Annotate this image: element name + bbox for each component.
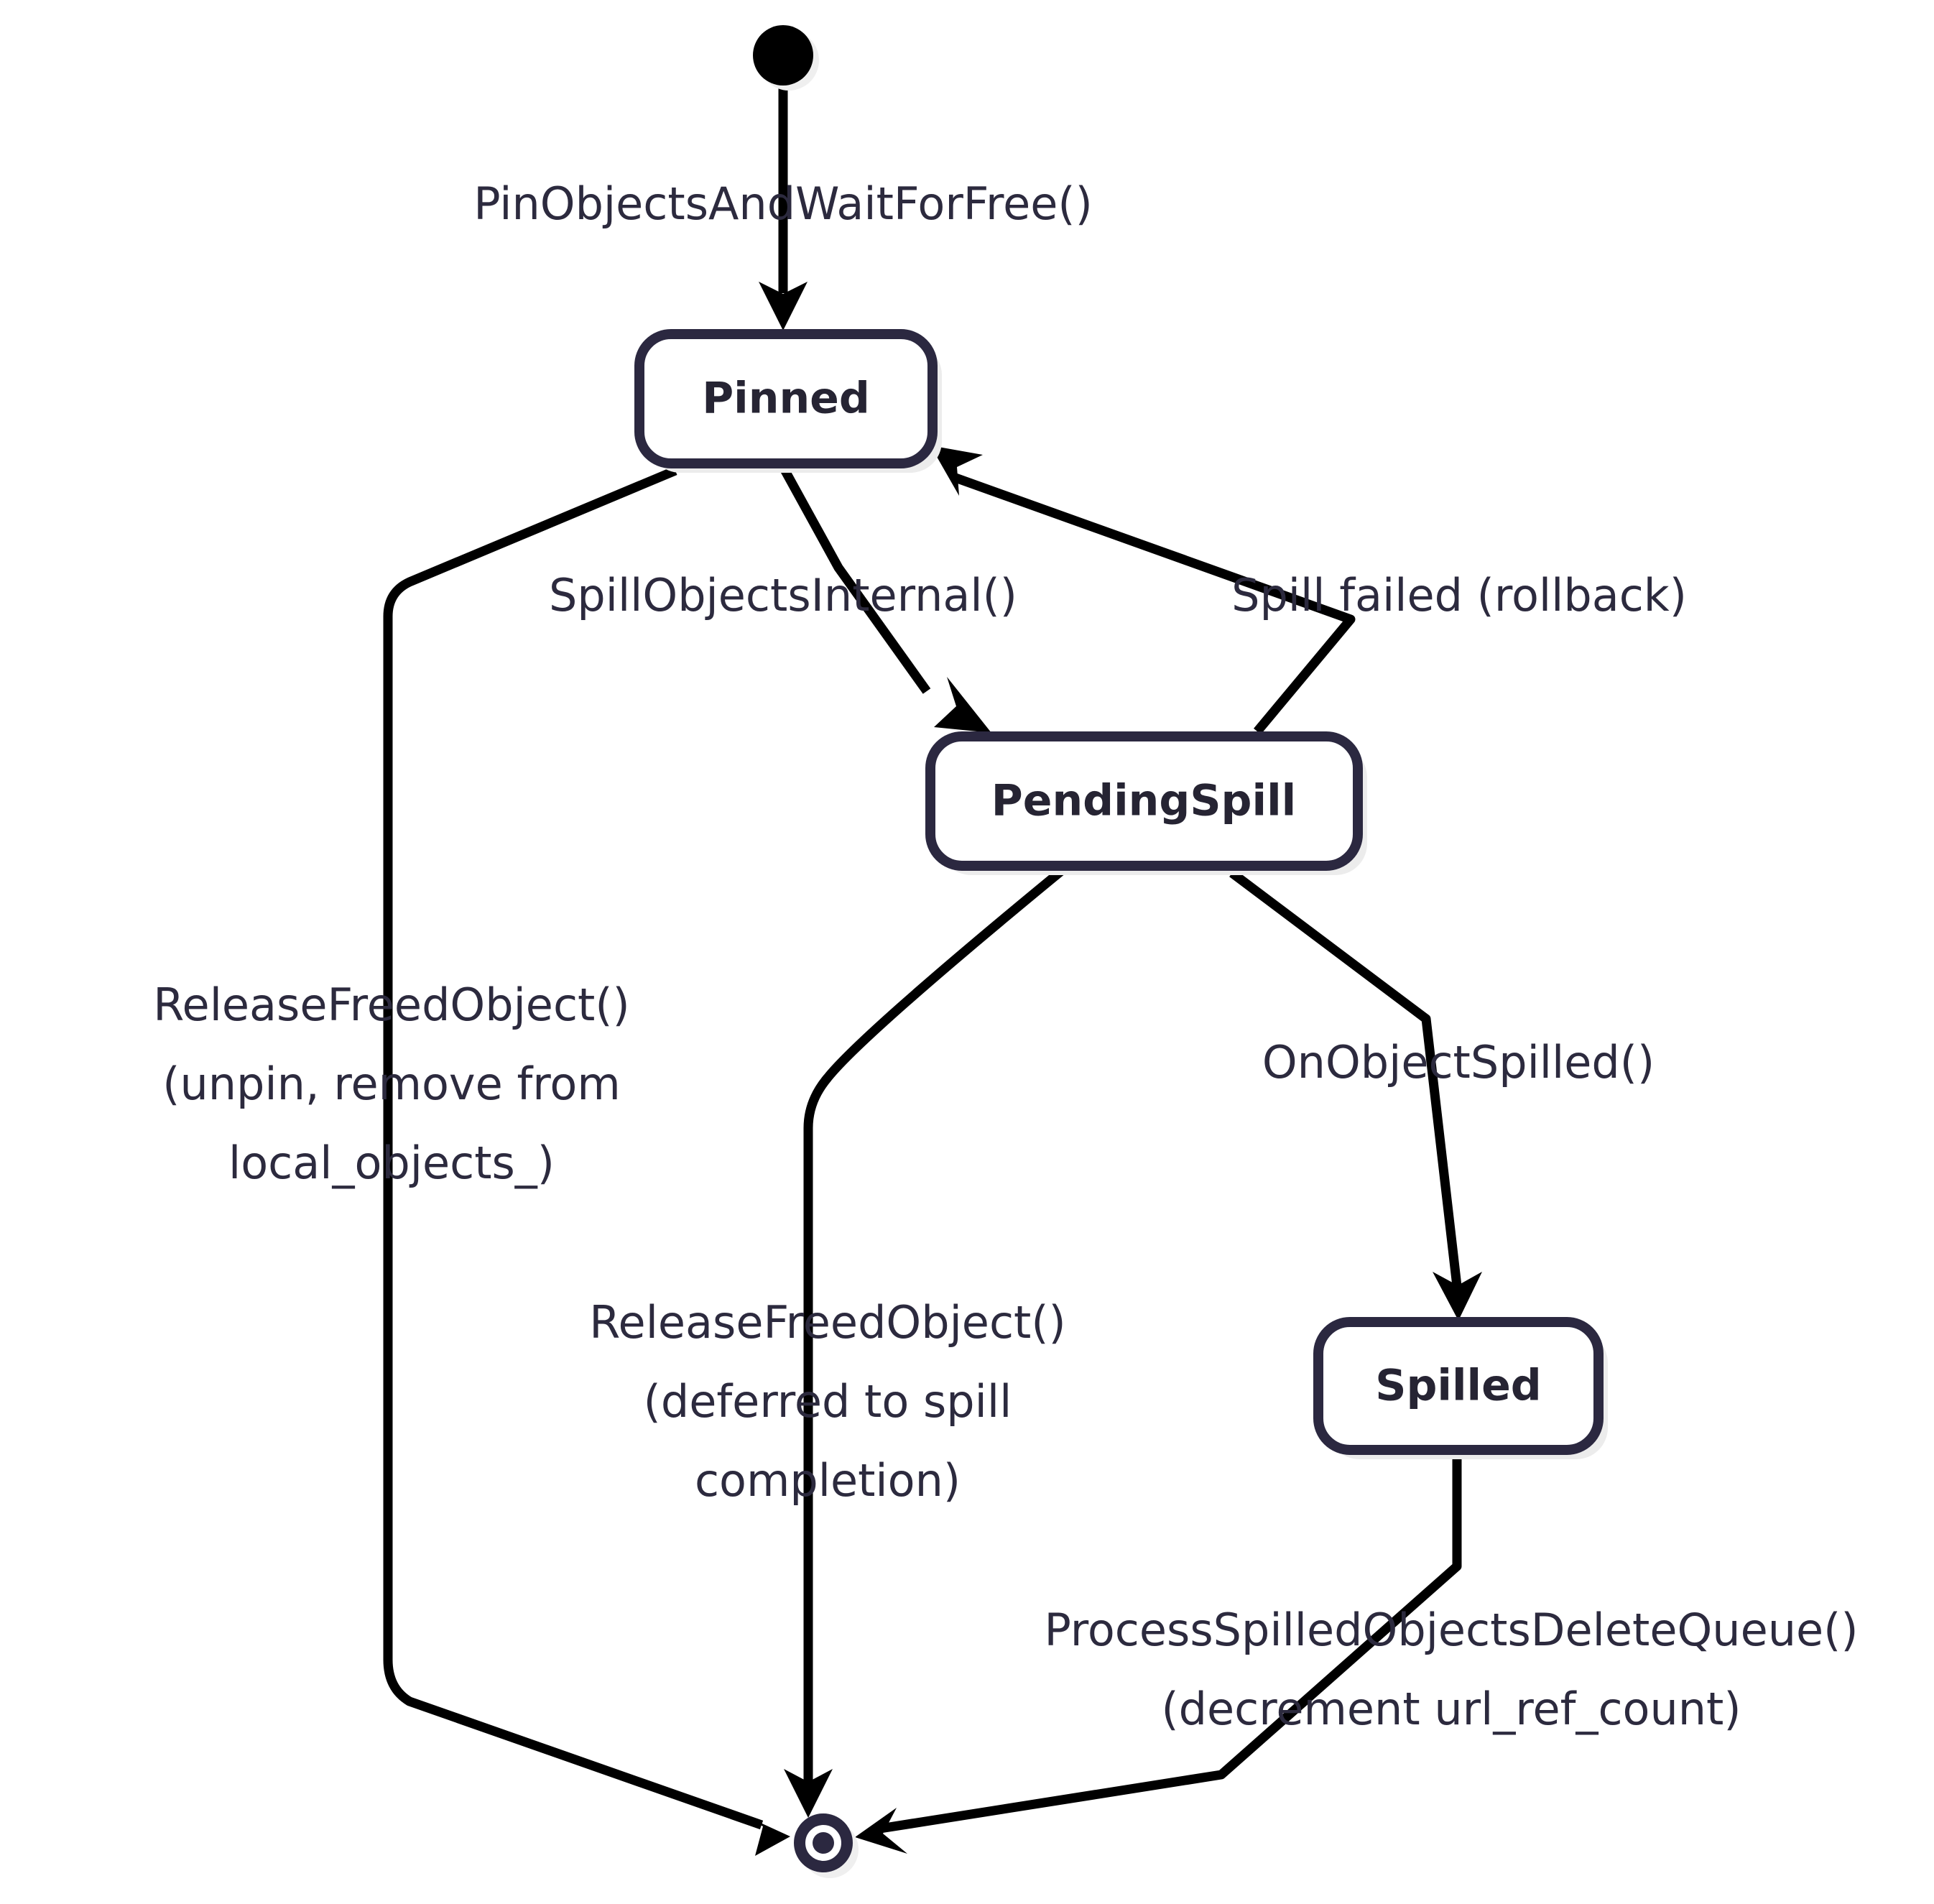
edge-label-pinned-to-end: ReleaseFreedObject() (unpin, remove from… xyxy=(153,979,629,1189)
edge-label-line: (deferred to spill xyxy=(644,1375,1012,1428)
state-label-pinned: Pinned xyxy=(702,374,870,424)
edge-label-line: completion) xyxy=(695,1454,961,1507)
state-rect xyxy=(925,731,1363,871)
edge-label-line: SpillObjectsInternal() xyxy=(549,569,1017,621)
edge-start-to-pinned xyxy=(759,86,808,331)
node-start[interactable] xyxy=(753,25,819,91)
edge-line xyxy=(803,865,1067,1782)
edge-label-pendingspill-to-end: ReleaseFreedObject() (deferred to spill … xyxy=(589,1296,1065,1507)
edge-spilled-to-end xyxy=(855,1451,1462,1854)
edge-label-pendingspill-to-pinned: Spill failed (rollback) xyxy=(1231,569,1687,621)
edge-line xyxy=(953,473,1356,735)
edge-pendingspill-to-pinned xyxy=(930,445,1356,735)
edge-line xyxy=(779,464,931,694)
arrowhead-icon xyxy=(759,282,808,331)
end-node-core-icon xyxy=(813,1832,834,1854)
edge-line xyxy=(879,1451,1462,1834)
state-rect xyxy=(634,329,938,468)
node-pinned[interactable]: Pinned xyxy=(634,329,942,473)
edge-label-line: Spill failed (rollback) xyxy=(1231,569,1687,621)
edge-label-spilled-to-end: ProcessSpilledObjectsDeleteQueue() (decr… xyxy=(1044,1604,1858,1735)
edge-line xyxy=(383,466,764,1830)
arrowhead-icon xyxy=(739,1813,790,1856)
edge-pendingspill-to-spilled xyxy=(1229,869,1482,1321)
edge-label-pinned-to-pendingspill: SpillObjectsInternal() xyxy=(549,569,1017,621)
state-rect xyxy=(1313,1317,1604,1455)
node-end[interactable] xyxy=(794,1813,859,1878)
edge-pinned-to-end xyxy=(383,466,790,1856)
arrowhead-icon xyxy=(930,445,983,496)
arrowhead-icon xyxy=(1433,1272,1482,1321)
start-node-dot-icon xyxy=(753,25,813,86)
edge-label-line: PinObjectsAndWaitForFree() xyxy=(473,177,1093,230)
edge-label-line: (decrement url_ref_count) xyxy=(1161,1683,1741,1735)
edge-label-line: ReleaseFreedObject() xyxy=(153,979,629,1031)
state-label-pendingspill: PendingSpill xyxy=(991,776,1296,826)
edge-pendingspill-to-end xyxy=(784,865,1067,1818)
edge-label-line: (unpin, remove from xyxy=(162,1058,621,1110)
edge-label-line: ProcessSpilledObjectsDeleteQueue() xyxy=(1044,1604,1858,1656)
edge-label-line: local_objects_) xyxy=(228,1137,555,1189)
arrowhead-icon xyxy=(934,677,991,733)
arrowhead-icon xyxy=(855,1808,907,1854)
edge-label-line: ReleaseFreedObject() xyxy=(589,1296,1065,1349)
state-label-spilled: Spilled xyxy=(1375,1361,1542,1411)
edge-label-pendingspill-to-spilled: OnObjectSpilled() xyxy=(1262,1036,1655,1089)
edge-label-line: OnObjectSpilled() xyxy=(1262,1036,1655,1089)
arrowhead-icon xyxy=(784,1769,833,1818)
node-spilled[interactable]: Spilled xyxy=(1313,1317,1608,1459)
edge-line xyxy=(1229,869,1462,1287)
edge-pinned-to-pendingspill xyxy=(779,464,991,733)
edge-label-start-to-pinned: PinObjectsAndWaitForFree() xyxy=(473,177,1093,230)
node-pendingspill[interactable]: PendingSpill xyxy=(925,731,1367,875)
